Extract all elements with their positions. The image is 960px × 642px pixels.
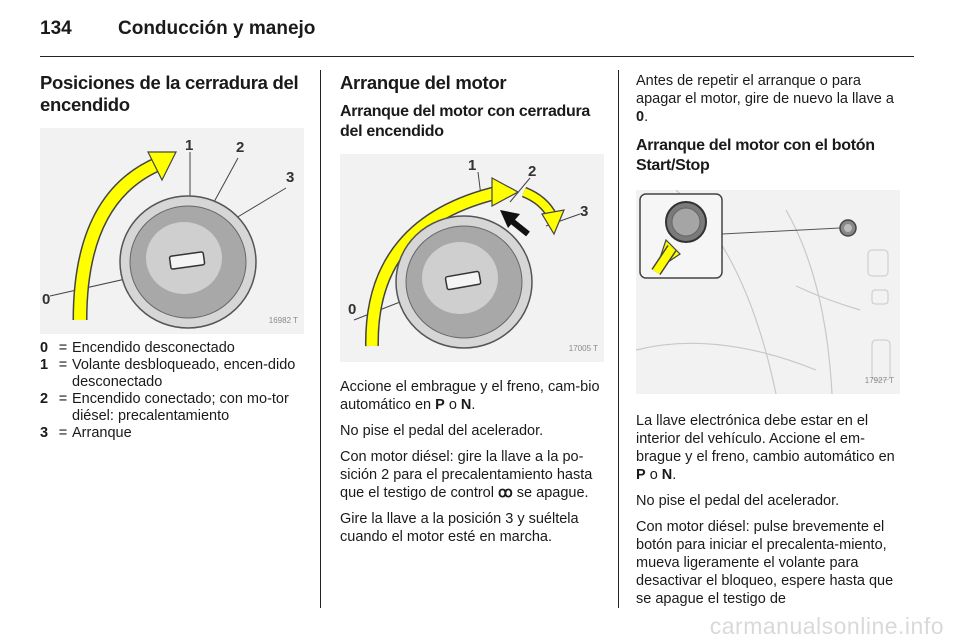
column-2: Arranque del motor Arranque del motor co…	[340, 72, 604, 554]
ignition-start-illustration: 0 1 2 3	[348, 157, 588, 349]
ignition-positions-illustration: 0 1 2 3	[42, 137, 294, 329]
figure1-label-2: 2	[236, 139, 244, 156]
paragraph: No pise el pedal del acelerador.	[340, 423, 544, 439]
legend-item: 2 =Encendido conectado; con mo-tor diésel…	[40, 391, 304, 425]
figure-id: 17005 T	[568, 344, 598, 353]
legend-text: Encendido desconectado	[72, 340, 235, 356]
paragraph: Antes de repetir el arranque o para apag…	[636, 73, 894, 125]
paragraph: Con motor diésel: pulse brevemente el bo…	[636, 519, 894, 607]
legend-item: 1 =Volante desbloqueado, encen-dido desco…	[40, 357, 304, 391]
figure1-label-0: 0	[42, 291, 50, 308]
legend: 0=Encendido desconectado 1=Volante desbl…	[40, 340, 304, 442]
legend-equals: =	[58, 357, 68, 373]
column-3: Antes de repetir el arranque o para apag…	[635, 72, 904, 616]
paragraph: Accione el embrague y el freno, cam-bio …	[340, 379, 600, 413]
legend-text: Arranque	[72, 425, 132, 441]
figure2-label-3: 3	[580, 203, 588, 220]
section-heading-ignition-positions: Posiciones de la cerradura del encendido	[40, 72, 299, 115]
figure-id: 17927 T	[864, 376, 894, 385]
legend-key: 2	[40, 391, 49, 407]
figure2-label-1: 1	[468, 157, 476, 174]
engine-start-figure: 0 1 2 3 17005 T	[340, 154, 604, 362]
legend-item: 0 =Encendido desconectado	[40, 340, 304, 357]
figure2-label-2: 2	[528, 163, 536, 180]
legend-text: Encendido conectado; con mo-tor diésel: …	[72, 391, 289, 424]
page-header-title: Conducción y manejo	[118, 18, 316, 39]
figure2-label-0: 0	[348, 301, 356, 318]
legend-text: Volante desbloqueado, encen-dido descone…	[72, 357, 296, 390]
page-number: 134	[40, 18, 72, 39]
column-1: Posiciones de la cerradura del encendido…	[40, 72, 304, 442]
watermark: carmanualsonline.info	[709, 613, 944, 639]
paragraph: Gire la llave a la posición 3 y suéltela…	[340, 511, 579, 545]
header-rule	[40, 56, 914, 57]
col2-body: Accione el embrague y el freno, cam-bio …	[340, 378, 604, 546]
figure1-label-3: 3	[286, 169, 294, 186]
section-heading-engine-start: Arranque del motor	[340, 72, 507, 93]
col3-body: La llave electrónica debe estar en el in…	[636, 412, 904, 608]
subheading-start-stop: Arranque del motor con el botón Start/St…	[636, 137, 875, 174]
legend-equals: =	[58, 425, 68, 441]
glow-plug-icon: ꝏ	[498, 485, 513, 501]
figure1-label-1: 1	[185, 137, 193, 154]
ignition-positions-figure: 0 1 2 3 16982 T	[40, 128, 304, 334]
figure-id: 16982 T	[268, 316, 298, 325]
subheading-ignition-start: Arranque del motor con cerradura del enc…	[340, 103, 591, 140]
start-stop-illustration	[635, 189, 891, 395]
legend-key: 3	[40, 425, 49, 441]
paragraph: Con motor diésel: gire la llave a la po-…	[340, 449, 593, 501]
paragraph: No pise el pedal del acelerador.	[636, 493, 840, 509]
column-divider-2	[618, 70, 619, 608]
paragraph: La llave electrónica debe estar en el in…	[636, 413, 895, 483]
column-divider-1	[320, 70, 321, 608]
legend-equals: =	[58, 391, 68, 407]
legend-equals: =	[58, 340, 68, 356]
legend-key: 0	[40, 340, 49, 356]
start-stop-figure: 17927 T	[635, 189, 900, 395]
legend-key: 1	[40, 357, 49, 373]
legend-item: 3 =Arranque	[40, 425, 304, 442]
